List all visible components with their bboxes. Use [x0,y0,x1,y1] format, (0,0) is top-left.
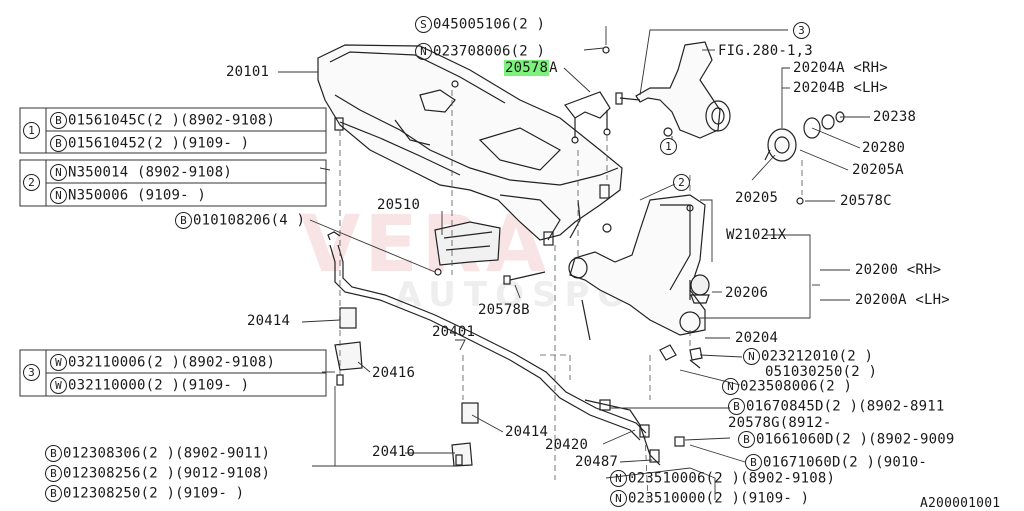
part-label-20578c[interactable]: 20578C [840,193,892,209]
part-label-20206[interactable]: 20206 [725,285,769,301]
table-3-index: 3 [23,364,41,381]
control-arm-drawing [568,194,710,336]
part-label-20487[interactable]: 20487 [575,454,619,470]
part-label-20101[interactable]: 20101 [226,64,270,80]
part-label-20414-upper[interactable]: 20414 [247,313,291,329]
part-label-20204b[interactable]: 20204B <LH> [793,80,888,96]
crossmember-drawing [317,44,623,266]
part-label-20401[interactable]: 20401 [432,324,476,340]
part-label-20204a[interactable]: 20204A <RH> [793,60,888,76]
part-label-w21021x[interactable]: W21021X [726,227,787,243]
callout-2-arm: 2 [673,174,691,191]
part-label-20416-upper[interactable]: 20416 [372,365,416,381]
part-label-20205a[interactable]: 20205A [852,162,904,178]
part-label-20578g[interactable]: 20578G(8912- [728,415,832,431]
diagram-reference-code: A200001001 [920,496,1001,511]
part-label-20510[interactable]: 20510 [377,197,421,213]
watermark-logo: VERA [300,200,551,290]
part-label-20238[interactable]: 20238 [873,109,917,125]
callout-3-top: 3 [793,22,811,39]
part-label-20205[interactable]: 20205 [735,190,779,206]
table-2-index: 2 [23,174,41,191]
part-label-20416-lower[interactable]: 20416 [372,444,416,460]
part-label-20280[interactable]: 20280 [862,140,906,156]
bushing-group-drawing [764,111,845,205]
part-label-051030250[interactable]: 051030250(2 ) [765,364,878,380]
part-label-20420[interactable]: 20420 [545,437,589,453]
part-label-20578a[interactable]: 20578A [504,60,558,76]
stabilizer-link-drawing [584,344,703,466]
table-1-index: 1 [23,122,41,139]
part-label-20204[interactable]: 20204 [735,330,779,346]
part-label-20578b[interactable]: 20578B [478,302,530,318]
part-label-20414-lower[interactable]: 20414 [505,424,549,440]
part-label-20200a[interactable]: 20200A <LH> [855,292,950,308]
stabilizer-bar-drawing [327,231,647,467]
figure-reference-link[interactable]: FIG.280-1,3 [718,43,813,59]
highlighted-part-number: 20578 [504,60,550,76]
callout-1-knuckle: 1 [660,138,678,155]
part-label-20200[interactable]: 20200 <RH> [855,262,942,278]
knuckle-drawing [615,41,731,139]
